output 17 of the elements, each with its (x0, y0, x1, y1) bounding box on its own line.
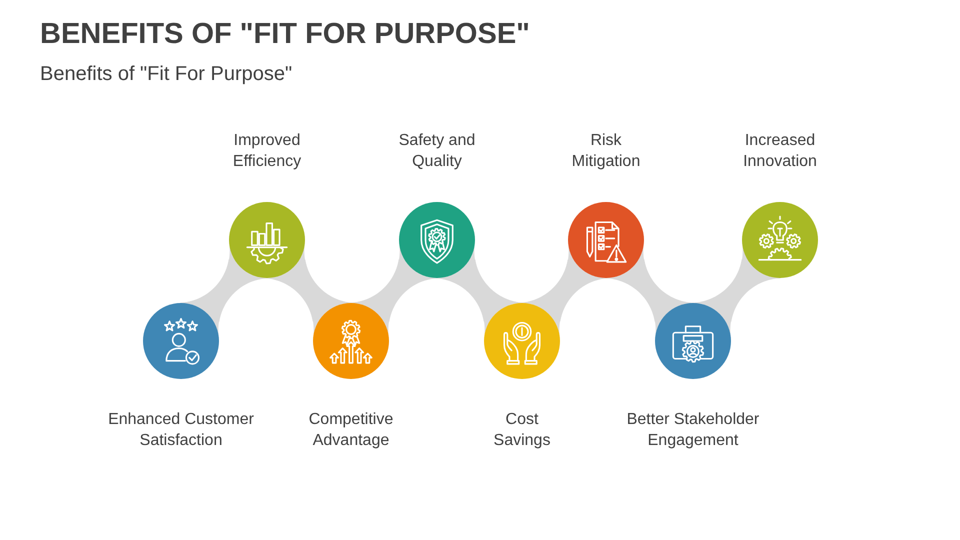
benefit-label: Better Stakeholder Engagement (626, 410, 760, 451)
benefit-label: Increased Innovation (742, 131, 818, 172)
connector-band (350, 259, 438, 322)
title: BENEFITS OF "FIT FOR PURPOSE" (40, 17, 530, 52)
benefit-label: Competitive Advantage (308, 410, 394, 451)
subtitle: Benefits of "Fit For Purpose" (40, 62, 292, 87)
benefit-label: Improved Efficiency (232, 131, 302, 172)
benefit-label: Safety and Quality (398, 131, 476, 172)
benefit-label: Risk Mitigation (570, 131, 642, 172)
connector-band (265, 259, 353, 322)
connector-band (692, 259, 781, 322)
connector-band (180, 259, 268, 322)
benefit-label: Enhanced Customer Satisfaction (107, 410, 255, 451)
connector-band (436, 259, 524, 322)
connector-band (605, 259, 694, 322)
connector-band (520, 259, 608, 322)
benefit-label: Cost Savings (492, 410, 552, 451)
